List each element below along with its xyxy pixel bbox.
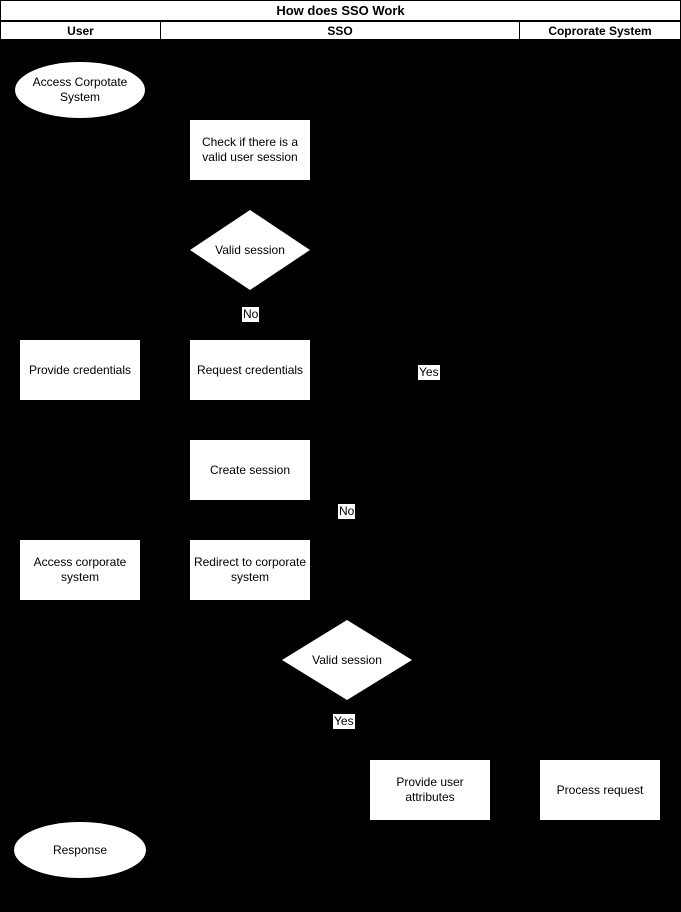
node-provide-user-attributes: Provide user attributes (370, 760, 490, 820)
edge-label-yes-1: Yes (418, 365, 440, 380)
node-check-valid-session-label: Check if there is a valid user session (201, 135, 299, 164)
node-request-credentials-label: Request credentials (196, 362, 304, 377)
node-provide-credentials-label: Provide credentials (28, 362, 132, 377)
node-process-request: Process request (540, 760, 660, 820)
node-process-request-label: Process request (556, 782, 644, 797)
lane-label-sso: SSO (327, 23, 353, 38)
node-create-session: Create session (190, 440, 310, 500)
node-valid-session-decision-2: Valid session (282, 620, 412, 700)
node-response: Response (14, 822, 146, 878)
node-request-credentials: Request credentials (190, 340, 310, 400)
lane-header-corporate-system: Coprorate System (519, 21, 681, 40)
lane-header-user: User (0, 21, 161, 40)
node-valid-session-decision-1-label: Valid session (215, 242, 285, 257)
node-response-label: Response (52, 842, 108, 857)
edge-label-no-2: No (338, 504, 356, 519)
node-valid-session-decision-1: Valid session (190, 210, 310, 290)
node-access-corpotate-system: Access Corpotate System (15, 62, 145, 118)
lane-headers: User SSO Coprorate System (0, 21, 681, 40)
node-provide-credentials: Provide credentials (20, 340, 140, 400)
node-provide-user-attributes-label: Provide user attributes (396, 775, 464, 804)
node-redirect-to-corporate-system: Redirect to corporate system (190, 540, 310, 600)
edge-label-yes-2: Yes (333, 714, 355, 729)
node-valid-session-decision-2-label: Valid session (312, 652, 382, 667)
node-access-corporate-system: Access corporate system (20, 540, 140, 600)
node-access-corporate-system-label: Access corporate system (33, 555, 127, 584)
lane-header-sso: SSO (160, 21, 520, 40)
node-create-session-label: Create session (209, 462, 291, 477)
node-check-valid-session: Check if there is a valid user session (190, 120, 310, 180)
lane-label-user: User (67, 23, 94, 38)
diagram-title-bar: How does SSO Work (0, 0, 681, 21)
edge-label-no-1: No (242, 307, 260, 322)
node-access-corpotate-system-label: Access Corpotate System (32, 75, 128, 104)
node-redirect-to-corporate-system-label: Redirect to corporate system (193, 555, 307, 584)
lane-label-corporate-system: Coprorate System (548, 23, 652, 38)
diagram-title: How does SSO Work (276, 3, 405, 18)
